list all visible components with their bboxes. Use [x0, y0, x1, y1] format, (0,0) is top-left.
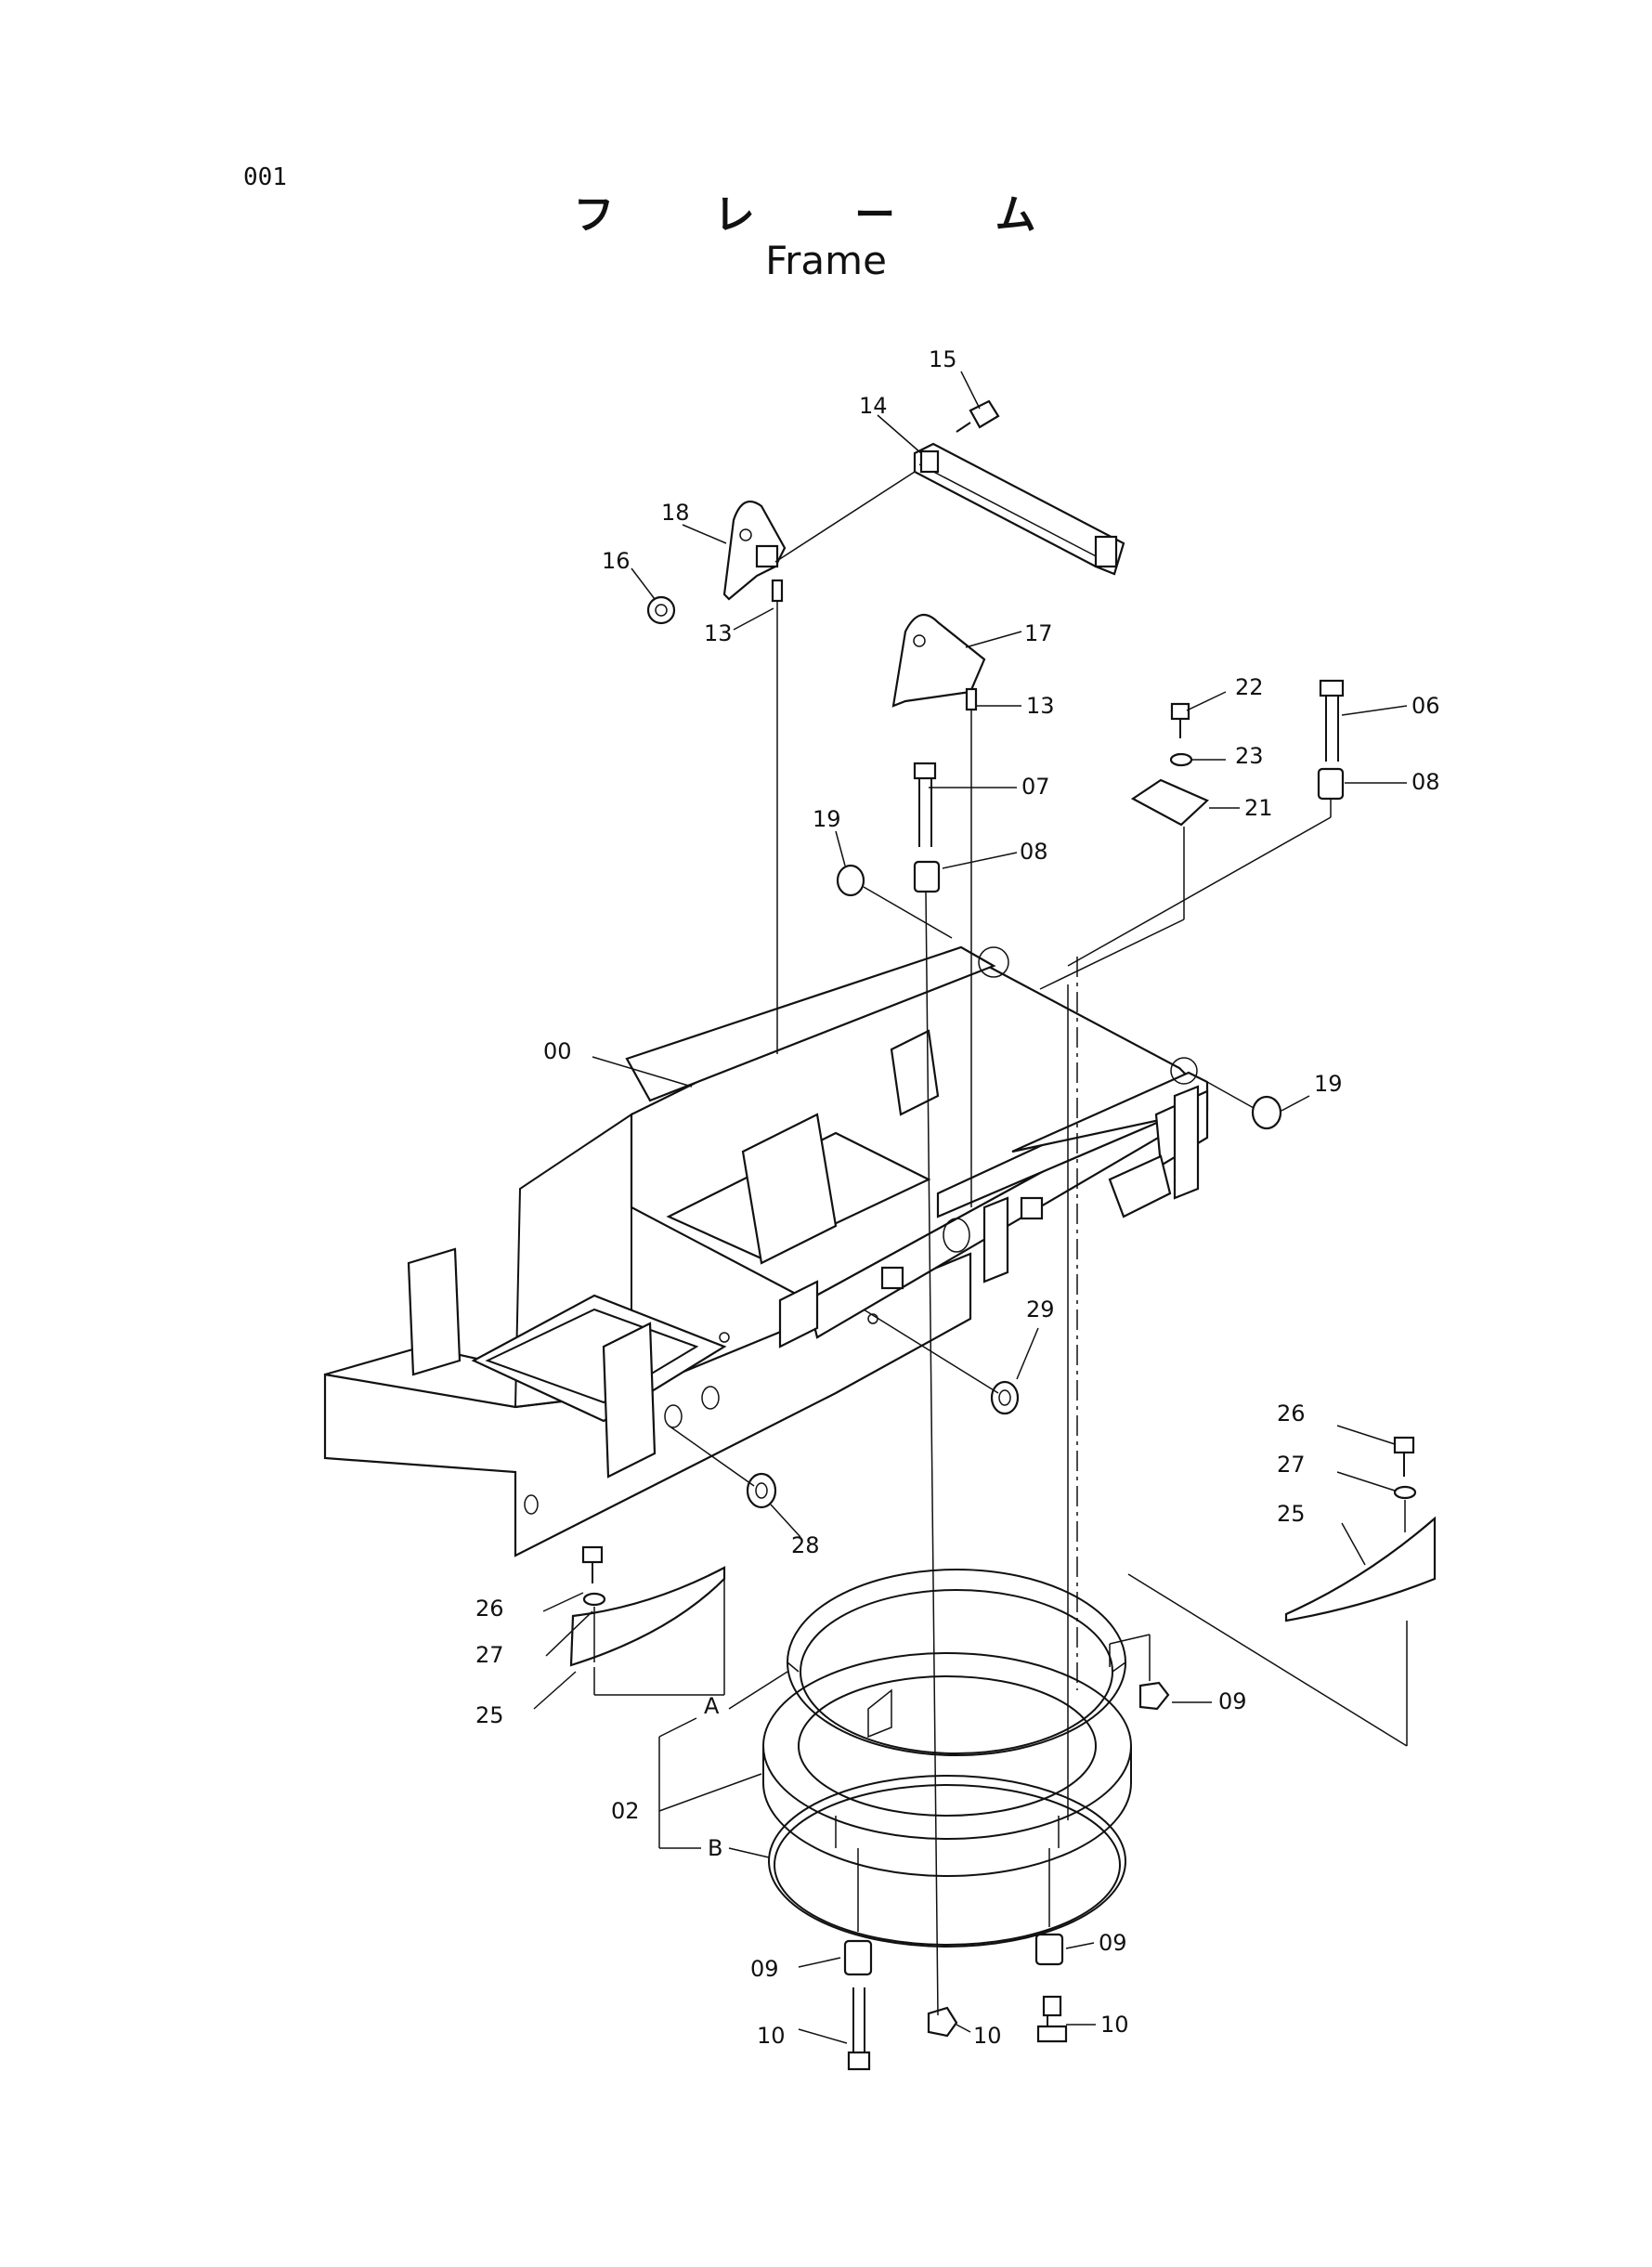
callout-28: 28 — [791, 1532, 820, 1558]
callout-25-left: 25 — [475, 1702, 504, 1728]
bushing-part-19-left — [836, 864, 865, 897]
ring-part-A — [787, 1569, 1126, 1756]
page-number: 001 — [243, 163, 287, 191]
collar-part-08-left — [913, 860, 941, 893]
bracket-part-18 — [722, 500, 787, 601]
bolt-part-22 — [1170, 702, 1190, 738]
callout-17: 17 — [1024, 620, 1053, 646]
cover-part-25-left — [569, 1566, 726, 1667]
bearing-part-02 — [762, 1652, 1132, 1877]
pin-part-13-left — [771, 579, 784, 603]
bolt-part-15 — [956, 399, 1000, 433]
bushing-part-19-right — [1251, 1095, 1282, 1130]
callout-10-middle: 10 — [973, 2023, 1002, 2049]
callout-14: 14 — [859, 393, 888, 419]
callout-10-left: 10 — [757, 2023, 786, 2049]
callout-29: 29 — [1026, 1296, 1055, 1322]
callout-15: 15 — [929, 346, 957, 372]
washer-part-23 — [1169, 752, 1193, 767]
plate-part-21 — [1130, 778, 1209, 827]
callout-26-right: 26 — [1277, 1401, 1306, 1427]
title-english: Frame — [765, 238, 887, 283]
callout-labels: 15 14 18 16 13 17 13 22 06 23 08 07 21 0… — [475, 346, 1440, 2049]
callout-22: 22 — [1235, 674, 1264, 700]
callout-00: 00 — [543, 1038, 572, 1064]
cover-part-25-right — [1284, 1516, 1437, 1622]
bolt-part-07 — [913, 762, 937, 847]
title-japanese: フ レ ー ム — [573, 191, 1079, 239]
callout-B: B — [708, 1835, 722, 1861]
collar-part-08-right — [1317, 767, 1345, 801]
callout-18: 18 — [661, 500, 690, 526]
callout-09-left: 09 — [750, 1956, 779, 1982]
nut-part-16 — [646, 595, 676, 625]
callout-08-left: 08 — [1020, 839, 1048, 865]
washer-part-27-left — [582, 1592, 606, 1607]
collar-part-09-left — [843, 1939, 873, 1976]
callout-13-left: 13 — [704, 620, 733, 646]
nut-part-28 — [746, 1472, 777, 1509]
leader-lines — [533, 371, 1408, 2044]
nut-part-10-middle — [927, 2006, 958, 2038]
callout-19-left: 19 — [813, 806, 841, 832]
bolt-part-26-right — [1393, 1436, 1415, 1477]
main-frame-part-00 — [323, 945, 1209, 1557]
crossbar-part-14 — [913, 442, 1125, 576]
collar-part-09-right — [1034, 1933, 1064, 1966]
callout-13-right: 13 — [1026, 693, 1055, 719]
nut-part-29 — [990, 1380, 1020, 1415]
bolt-part-06 — [1319, 679, 1345, 762]
assembly-lines — [593, 471, 1408, 2016]
callout-07: 07 — [1021, 774, 1050, 800]
callout-10-right: 10 — [1100, 2012, 1129, 2038]
callout-09-right: 09 — [1099, 1930, 1127, 1956]
bolt-part-26-left — [581, 1545, 604, 1583]
callout-27-left: 27 — [475, 1642, 504, 1668]
callout-08-right: 08 — [1411, 769, 1440, 795]
bracket-part-17 — [891, 613, 986, 708]
callout-A: A — [704, 1693, 720, 1719]
nut-part-09-side — [1138, 1681, 1170, 1711]
callout-25-right: 25 — [1277, 1501, 1306, 1527]
callout-16: 16 — [602, 548, 631, 574]
callout-27-right: 27 — [1277, 1452, 1306, 1478]
callout-19-right: 19 — [1314, 1071, 1343, 1097]
washer-part-27-right — [1393, 1485, 1417, 1500]
pin-part-13-right — [965, 687, 978, 711]
callout-26-left: 26 — [475, 1596, 504, 1622]
callout-21: 21 — [1244, 795, 1273, 821]
callout-02: 02 — [611, 1798, 640, 1824]
bolt-part-10-right — [1036, 1995, 1068, 2043]
seal-part-B — [768, 1775, 1126, 1948]
callout-09-side: 09 — [1218, 1688, 1247, 1714]
bolt-part-10-left — [847, 1987, 871, 2071]
callout-06: 06 — [1411, 693, 1440, 719]
callout-23: 23 — [1235, 743, 1264, 769]
